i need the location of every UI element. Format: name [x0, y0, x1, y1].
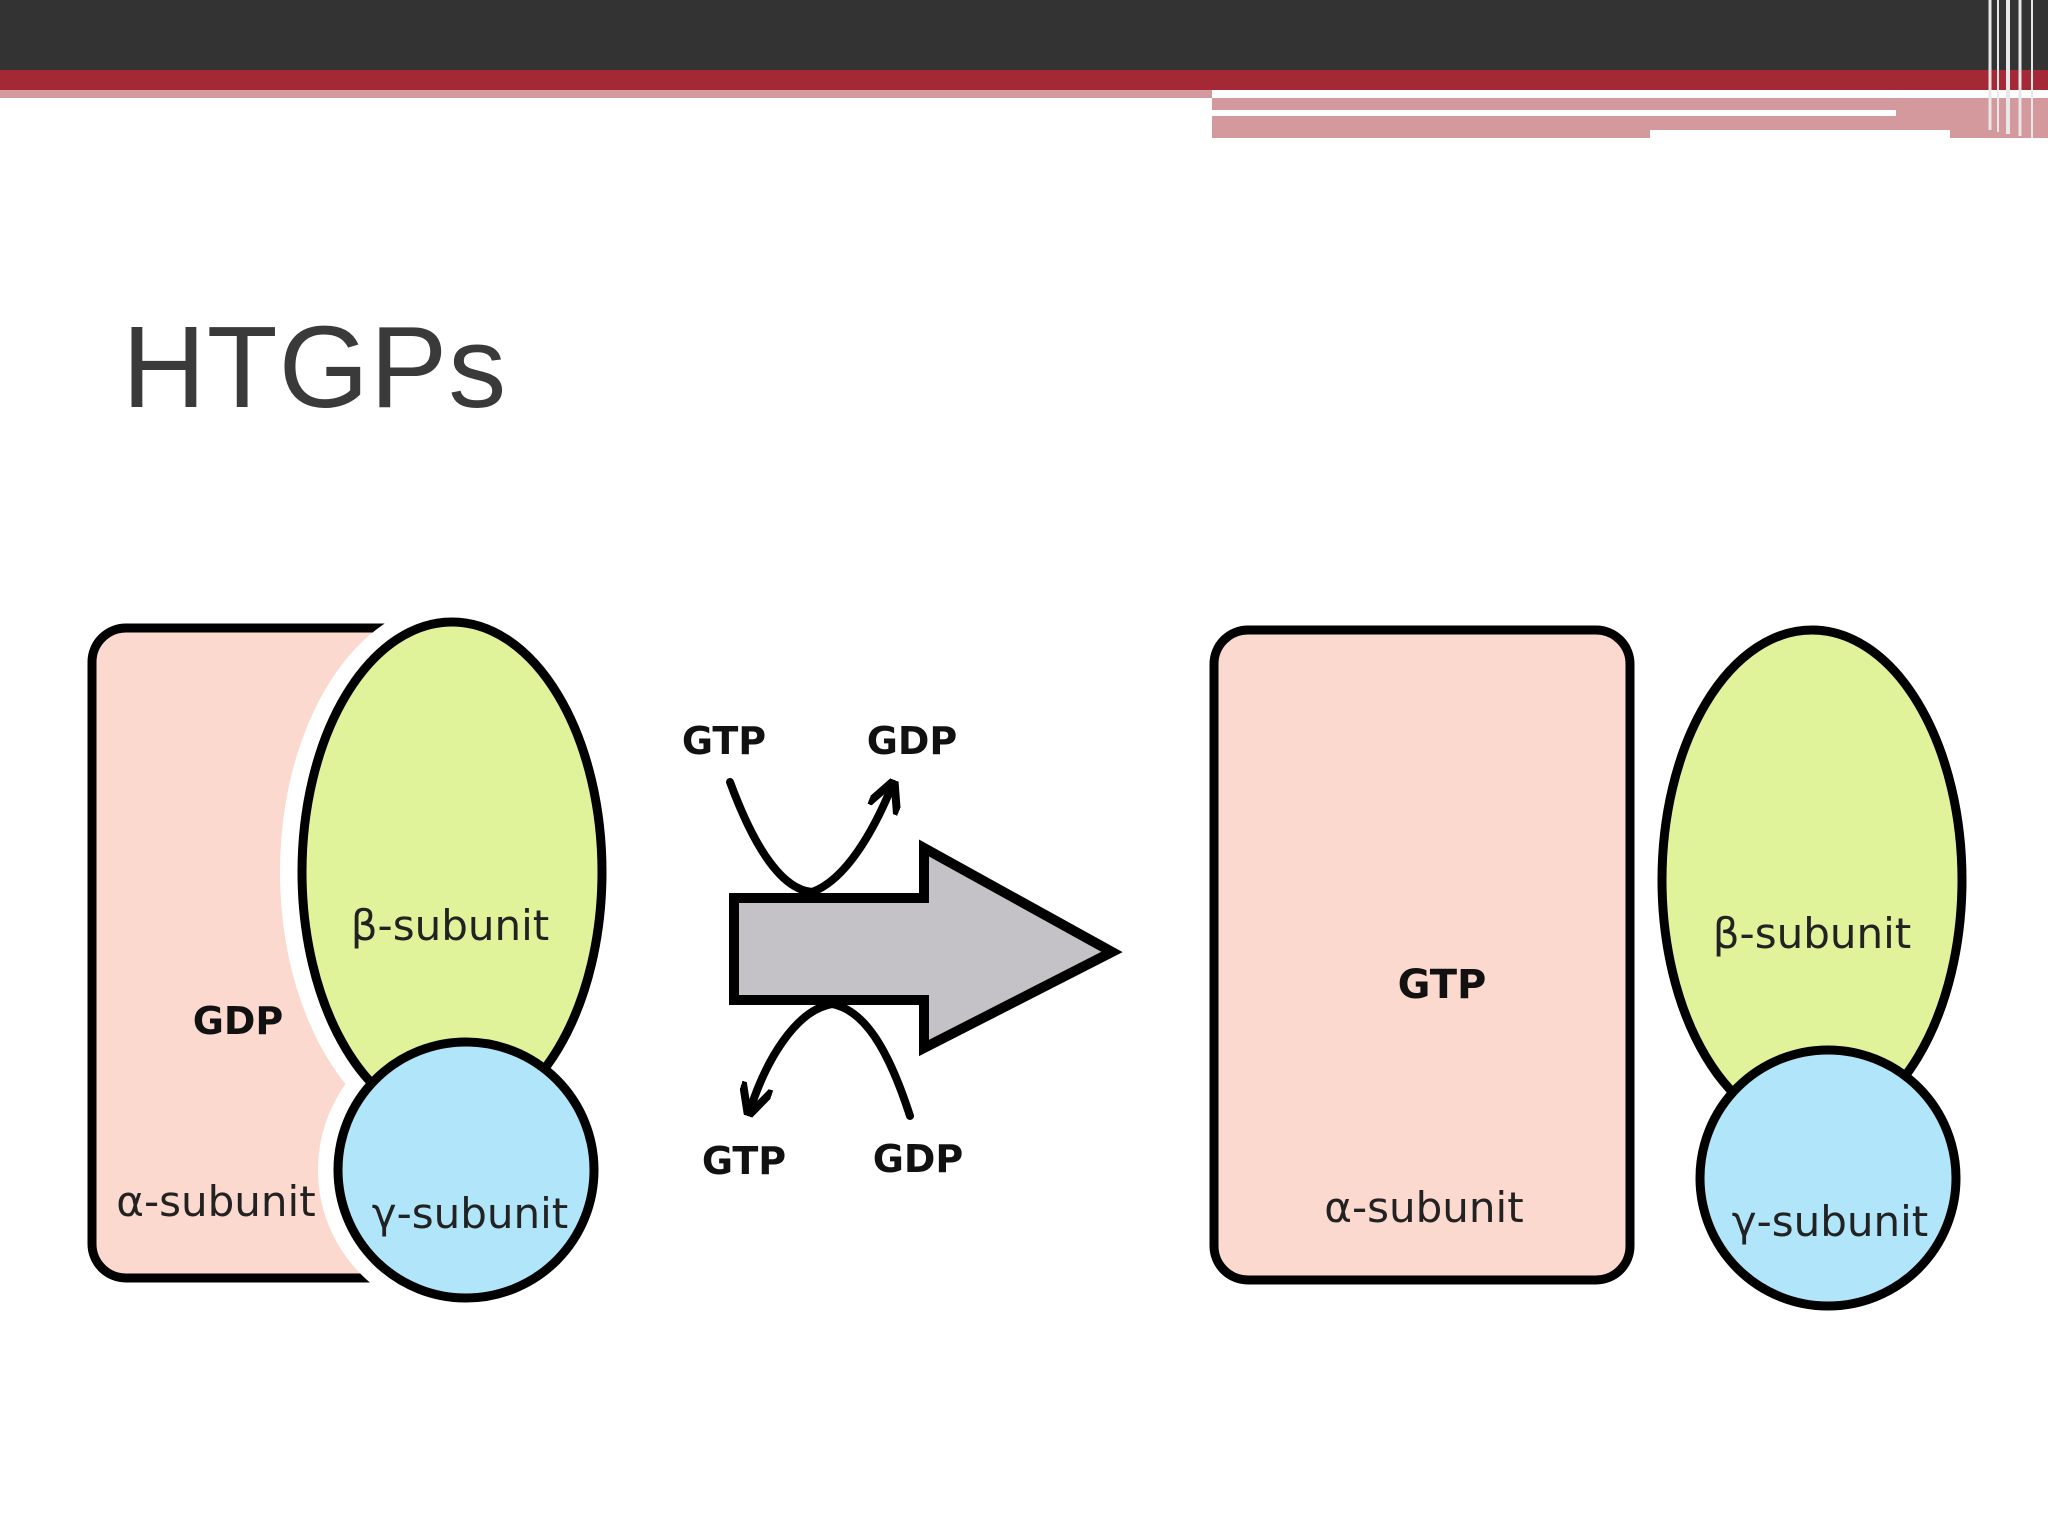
big-right-arrow [729, 839, 1123, 1057]
left-gamma-label: γ-subunit [372, 1189, 569, 1238]
right-gamma-label: γ-subunit [1732, 1197, 1929, 1246]
left-alpha-nucleotide: GDP [193, 999, 284, 1043]
bottom-gtp-label: GTP [702, 1139, 786, 1183]
bottom-gtp-out-curve [750, 1000, 836, 1110]
left-complex: GDP α-subunit β-subunit γ-subunit [87, 602, 624, 1318]
right-alpha-subunit-shape [1209, 625, 1635, 1285]
left-alpha-label: α-subunit [116, 1177, 315, 1226]
right-complex: GTP α-subunit β-subunit γ-subunit [1209, 625, 1967, 1311]
top-gdp-label: GDP [867, 719, 958, 763]
header-white-gap [1650, 130, 1950, 140]
left-beta-label: β-subunit [351, 901, 550, 950]
top-gtp-label: GTP [682, 719, 766, 763]
right-alpha-label: α-subunit [1324, 1183, 1523, 1232]
left-gamma-subunit-shape [333, 1037, 599, 1303]
right-gamma-subunit-shape [1695, 1045, 1961, 1311]
header-dark-bar [0, 0, 2048, 70]
right-alpha-nucleotide: GTP [1398, 962, 1487, 1008]
bottom-gdp-label: GDP [873, 1137, 964, 1181]
bottom-gdp-in-curve [828, 1000, 914, 1120]
exchange-reaction: GTP GDP GTP GDP [682, 719, 1123, 1183]
slide-title: HTGPs [122, 302, 508, 432]
top-gtp-in-curve [726, 778, 816, 896]
right-beta-label: β-subunit [1713, 909, 1912, 958]
header-vertical-lines [1988, 0, 2033, 138]
header-pink-stripe-left [0, 90, 1212, 98]
header-red-stripe [0, 70, 2048, 90]
header-decoration [0, 0, 2048, 140]
top-gdp-out-curve [808, 786, 892, 896]
header-white-line [1212, 110, 1896, 116]
